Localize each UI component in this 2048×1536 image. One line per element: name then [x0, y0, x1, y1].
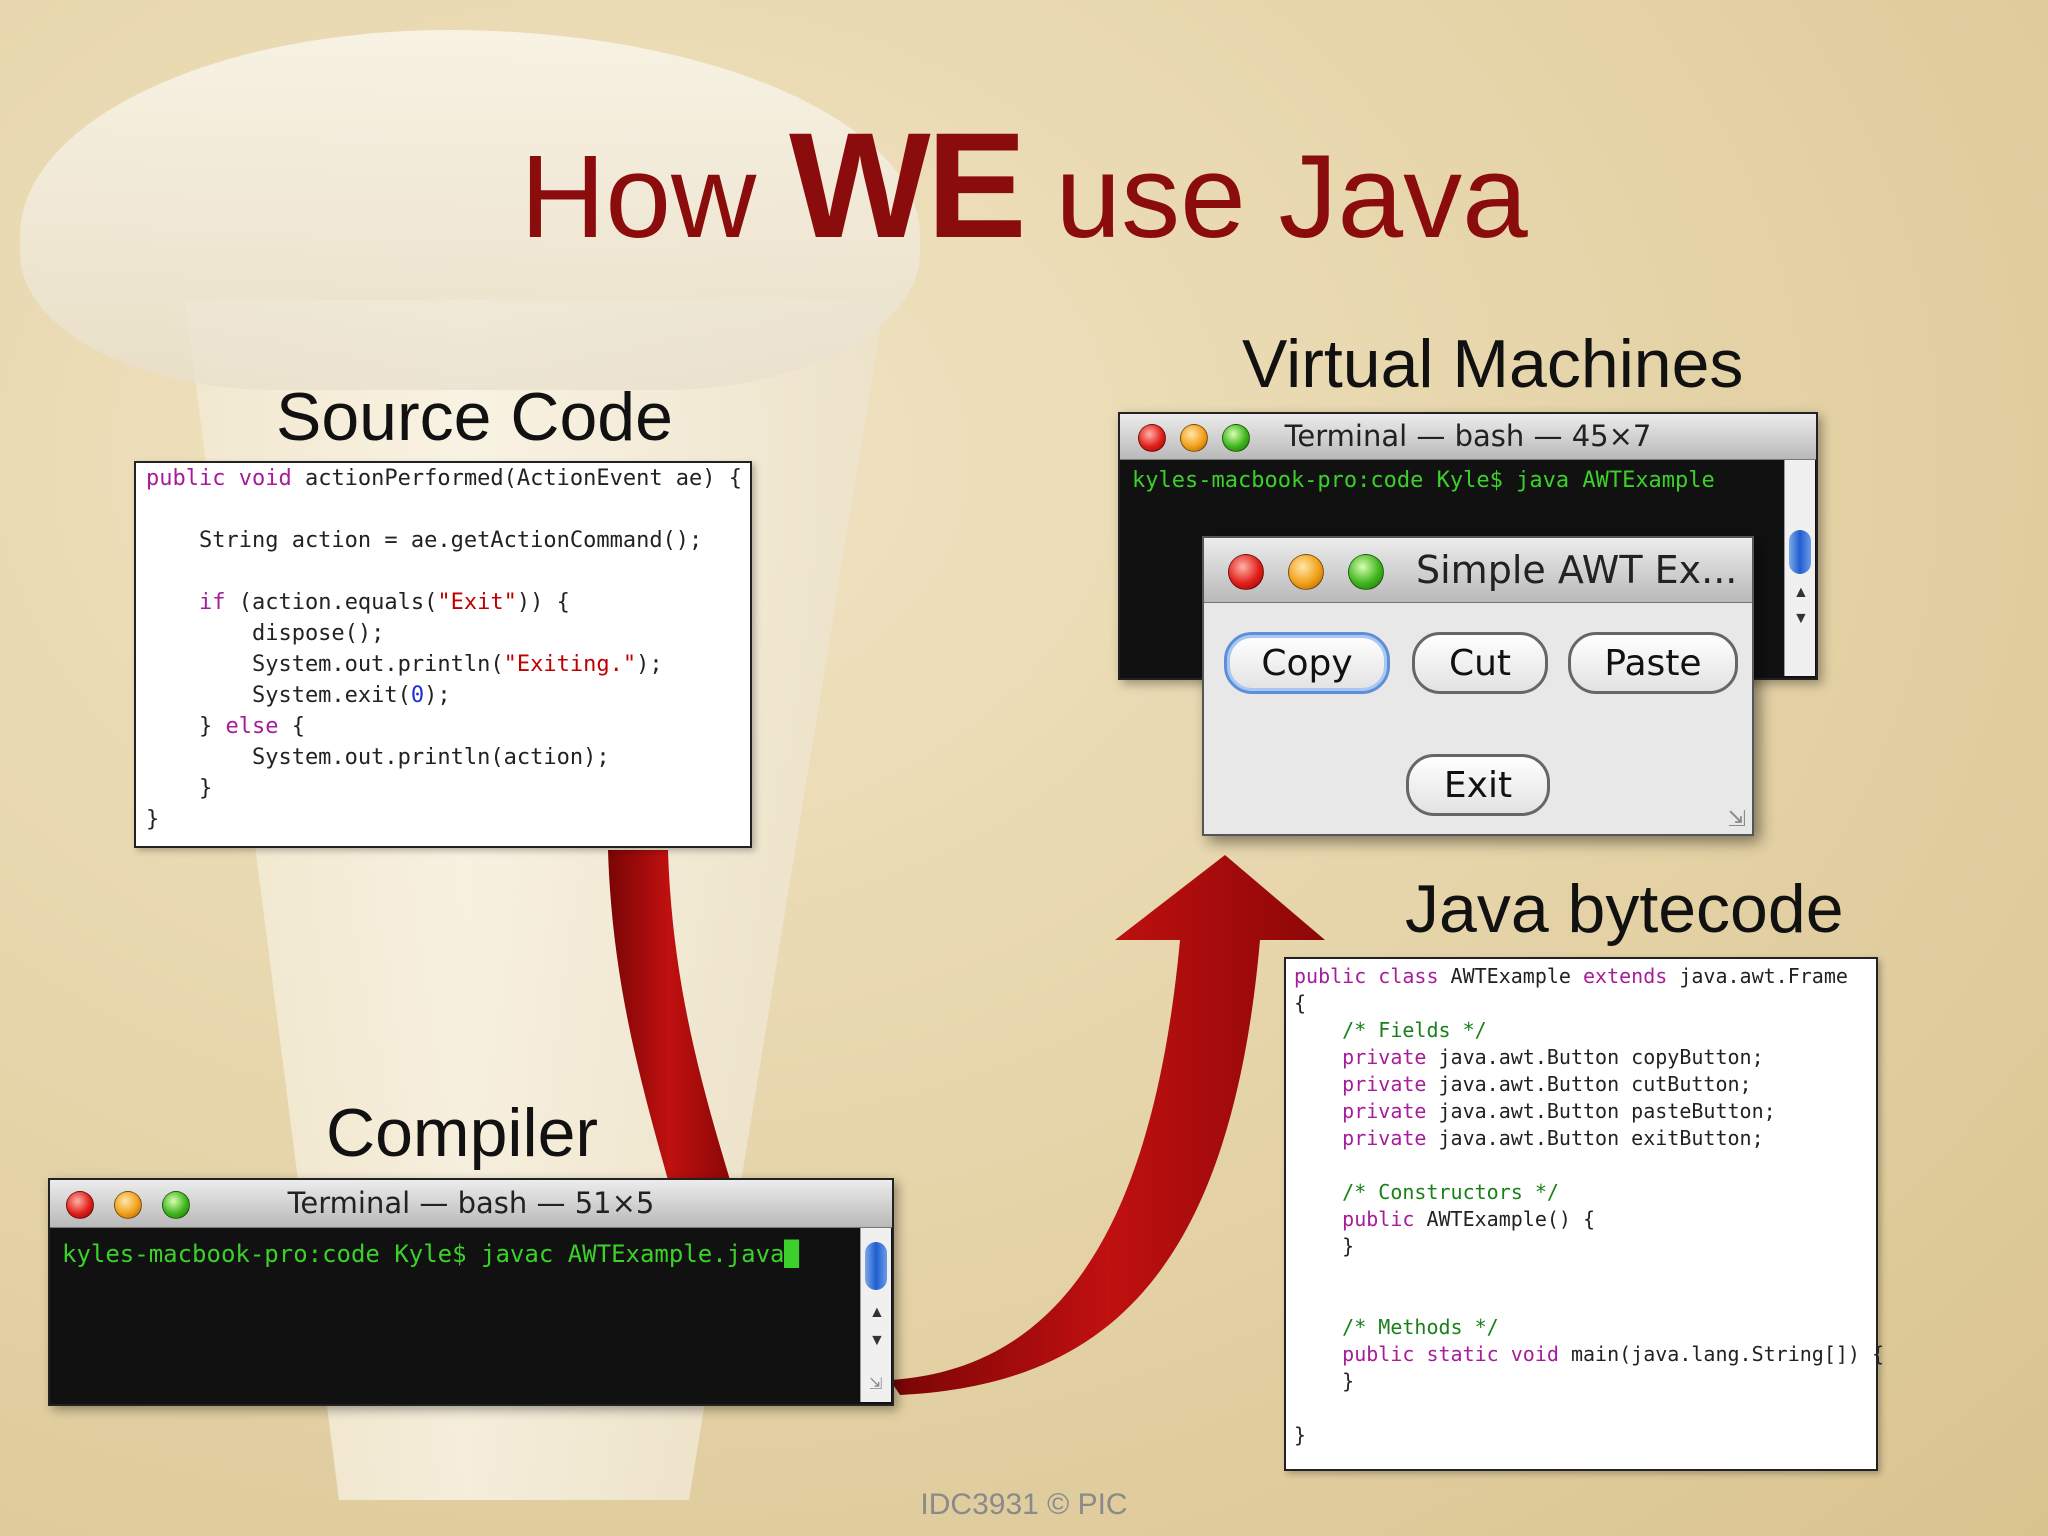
close-light-icon[interactable] [1228, 554, 1264, 590]
terminal-titlebar[interactable]: Terminal — bash — 45×7 [1120, 414, 1816, 460]
terminal-cursor: █ [784, 1240, 799, 1268]
slide-footer: IDC3931 © PIC [920, 1488, 1128, 1521]
awt-example-window[interactable]: Simple AWT Ex... Copy Cut Paste Exit ⇲ [1202, 536, 1754, 836]
blank-line [1294, 1260, 1876, 1314]
scrollbar-thumb[interactable] [865, 1242, 887, 1290]
code-line: private java.awt.Button pasteButton; [1342, 1099, 1776, 1123]
code-line: public AWTExample() { [1342, 1207, 1596, 1231]
awt-titlebar[interactable]: Simple AWT Ex... [1204, 538, 1752, 603]
virtual-machines-label: Virtual Machines [1242, 326, 1744, 402]
code-line: /* Fields */ [1294, 1018, 1487, 1042]
blank-line [1294, 1152, 1876, 1179]
scroll-down-arrow-icon[interactable]: ▼ [1793, 610, 1809, 627]
cut-button[interactable]: Cut [1412, 632, 1548, 694]
close-light-icon[interactable] [1138, 424, 1166, 452]
awt-window-title: Simple AWT Ex... [1416, 548, 1738, 592]
zoom-light-icon[interactable] [1348, 554, 1384, 590]
blank-line [1294, 1395, 1876, 1422]
code-line: if (action.equals("Exit")) { [198, 590, 570, 615]
code-line: private java.awt.Button exitButton; [1342, 1126, 1764, 1150]
blank-line [146, 494, 750, 525]
zoom-light-icon[interactable] [162, 1191, 190, 1219]
terminal-command[interactable]: kyles-macbook-pro:code Kyle$ javac AWTEx… [62, 1240, 799, 1268]
compiler-terminal-window[interactable]: Terminal — bash — 51×5 kyles-macbook-pro… [48, 1178, 894, 1406]
code-line: { [1294, 991, 1307, 1015]
code-line: dispose(); [146, 621, 385, 646]
terminal-scrollbar[interactable]: ▲ ▼ ⇲ [860, 1228, 891, 1402]
code-line: } [1294, 1423, 1307, 1447]
source-code-box: public void actionPerformed(ActionEvent … [134, 461, 752, 848]
paste-button[interactable]: Paste [1568, 632, 1738, 694]
terminal-command[interactable]: kyles-macbook-pro:code Kyle$ java AWTExa… [1132, 468, 1715, 493]
copy-button[interactable]: Copy [1224, 632, 1390, 694]
exit-button[interactable]: Exit [1406, 754, 1550, 816]
blank-line [146, 556, 750, 587]
title-emphasis: WE [789, 101, 1027, 269]
resize-grip-icon[interactable]: ⇲ [1727, 806, 1746, 831]
code-line: } else { [146, 714, 305, 739]
scroll-down-arrow-icon[interactable]: ▼ [869, 1332, 885, 1349]
code-line: } [146, 776, 213, 801]
minimize-light-icon[interactable] [1180, 424, 1208, 452]
code-line: } [1294, 1369, 1355, 1393]
java-bytecode-label: Java bytecode [1405, 871, 1844, 947]
terminal-titlebar[interactable]: Terminal — bash — 51×5 [50, 1180, 892, 1228]
title-prefix: How [520, 131, 757, 263]
close-light-icon[interactable] [66, 1191, 94, 1219]
terminal-title: Terminal — bash — 45×7 [1284, 419, 1652, 453]
slide-title: How WE use Java [0, 110, 2048, 260]
code-line: /* Methods */ [1294, 1315, 1499, 1339]
code-line: public class AWTExample extends java.awt… [1294, 964, 1848, 988]
minimize-light-icon[interactable] [114, 1191, 142, 1219]
code-line: System.exit(0); [146, 683, 451, 708]
code-line: public void actionPerformed(ActionEvent … [146, 466, 743, 491]
scrollbar-thumb[interactable] [1789, 530, 1811, 574]
compiler-to-vm-arrow-icon [890, 855, 1325, 1395]
minimize-light-icon[interactable] [1288, 554, 1324, 590]
code-line: String action = ae.getActionCommand(); [146, 528, 703, 553]
compiler-label: Compiler [326, 1095, 599, 1171]
scroll-up-arrow-icon[interactable]: ▲ [869, 1304, 885, 1321]
code-line: } [146, 807, 160, 832]
code-line: private java.awt.Button copyButton; [1342, 1045, 1764, 1069]
code-line: System.out.println("Exiting."); [146, 652, 663, 677]
resize-grip-icon[interactable]: ⇲ [869, 1376, 883, 1393]
terminal-scrollbar[interactable]: ▲ ▼ [1784, 460, 1815, 676]
title-suffix: use Java [1055, 131, 1528, 263]
terminal-title: Terminal — bash — 51×5 [287, 1186, 655, 1220]
scroll-up-arrow-icon[interactable]: ▲ [1793, 584, 1809, 601]
code-line: private java.awt.Button cutButton; [1342, 1072, 1752, 1096]
code-line: /* Constructors */ [1294, 1180, 1559, 1204]
bytecode-box: public class AWTExample extends java.awt… [1284, 957, 1885, 1471]
coffee-cup-lid-background [20, 30, 920, 390]
zoom-light-icon[interactable] [1222, 424, 1250, 452]
source-code-label: Source Code [276, 379, 673, 455]
code-line: } [1294, 1234, 1355, 1258]
source-to-compiler-arrow-icon [608, 850, 730, 1180]
code-line: System.out.println(action); [146, 745, 610, 770]
code-line: public static void main(java.lang.String… [1342, 1342, 1885, 1366]
